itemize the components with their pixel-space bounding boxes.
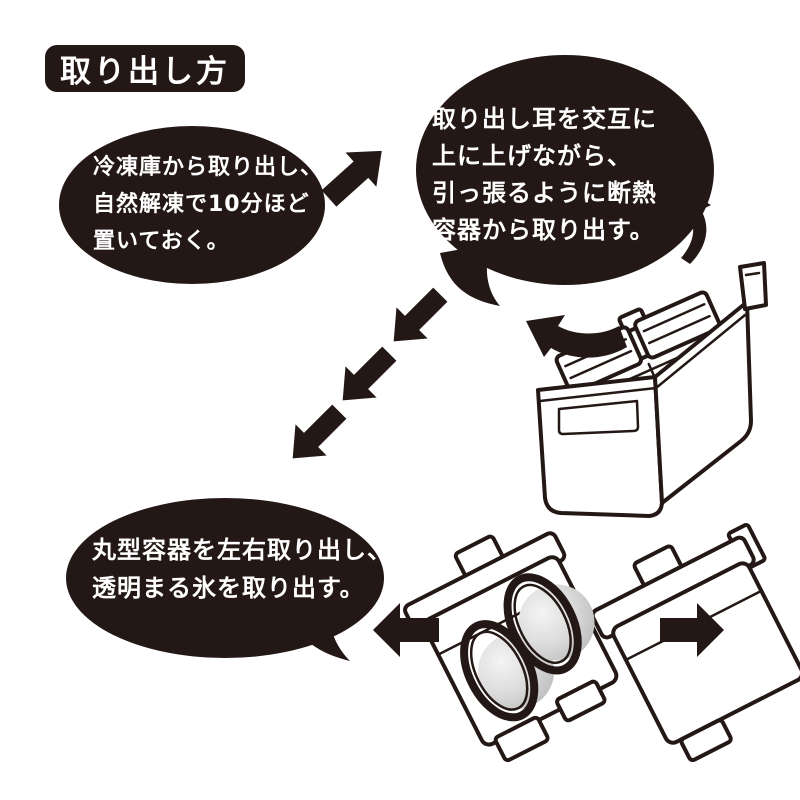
speech-bubble-shape — [66, 498, 384, 658]
step1-line: 置いておく。 — [93, 229, 230, 254]
page-title: 取り出し方 — [60, 54, 230, 90]
step2-line: 引っ張るように断熱 — [432, 179, 657, 207]
step2-line: 上に上げながら、 — [432, 142, 632, 170]
speech-bubble-shape — [59, 126, 325, 284]
step1-text: 冷凍庫から取り出し、 自然解凍で10分ほど 置いておく。 — [93, 149, 323, 260]
round-molds-illustration — [373, 522, 800, 763]
arrow-sequence-icon — [292, 287, 448, 459]
arrow-down-left-icon — [342, 346, 397, 401]
mold-half-right — [590, 522, 800, 763]
mold-hook-tab — [738, 261, 768, 311]
step2-line: 容器から取り出す。 — [432, 216, 655, 244]
step2-line: 取り出し耳を交互に — [432, 105, 657, 133]
mold-cavity-ring — [503, 573, 582, 675]
mold-half-left — [403, 531, 619, 763]
arrow-lift-left-icon — [526, 315, 627, 358]
container-front-face — [536, 375, 664, 518]
step1-line: 自然解凍で10分ほど — [93, 192, 310, 217]
step3-line: 丸型容器を左右取り出し、 — [92, 536, 392, 564]
arrow-down-left-icon — [292, 404, 347, 459]
arrow-separate-right-icon — [660, 603, 724, 657]
container-handle — [557, 399, 640, 436]
arrow-next-icon — [321, 150, 382, 207]
step1-line: 冷凍庫から取り出し、 — [93, 155, 324, 180]
step1-bubble — [59, 126, 325, 284]
title-badge: 取り出し方 — [45, 45, 245, 92]
step2-bubble — [416, 55, 714, 306]
step3-bubble — [66, 498, 384, 661]
container-right-face — [653, 300, 753, 505]
arrow-down-left-icon — [393, 287, 448, 342]
speech-bubble-shape — [416, 55, 714, 285]
arrow-separate-left-icon — [373, 603, 439, 657]
step3-text: 丸型容器を左右取り出し、 透明まる氷を取り出す。 — [92, 531, 392, 607]
step3-line: 透明まる氷を取り出す。 — [92, 574, 365, 602]
step2-text: 取り出し耳を交互に 上に上げながら、 引っ張るように断熱 容器から取り出す。 — [432, 101, 657, 249]
